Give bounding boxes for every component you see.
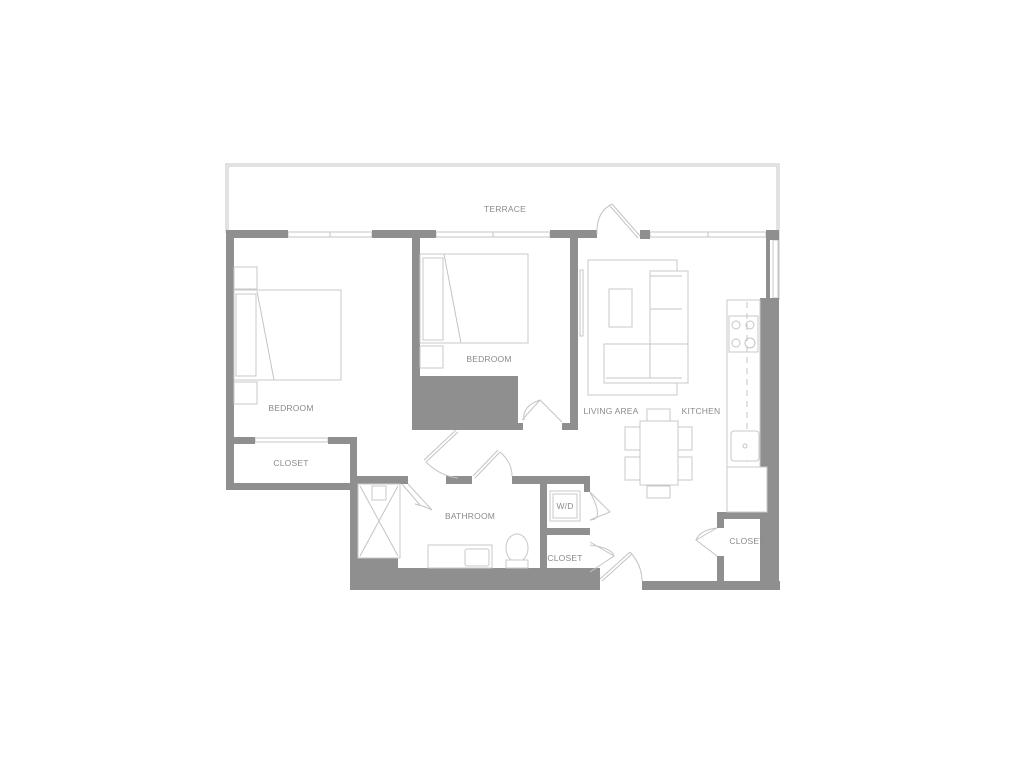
label-closet-bedroom: CLOSET [273,458,308,468]
bedroom-2-furniture [419,253,529,369]
doors [401,203,718,582]
walls [226,230,780,590]
label-bedroom-1: BEDROOM [268,403,313,413]
kitchen-counter [726,299,768,513]
bedroom-1-furniture [233,266,342,405]
dining-table [624,408,693,499]
living-furniture [587,259,689,396]
bathroom-fixtures [357,483,581,569]
label-closet-hall: CLOSET [547,553,582,563]
label-washer-dryer: W/D [556,501,573,511]
label-kitchen: KITCHEN [682,406,721,416]
label-bathroom: BATHROOM [445,511,495,521]
label-bedroom-2: BEDROOM [466,354,511,364]
room-labels: TERRACE BEDROOM BEDROOM CLOSET BATHROOM … [268,204,764,563]
label-terrace: TERRACE [484,204,526,214]
label-living-area: LIVING AREA [583,406,638,416]
label-closet-entry: CLOSET [729,536,764,546]
